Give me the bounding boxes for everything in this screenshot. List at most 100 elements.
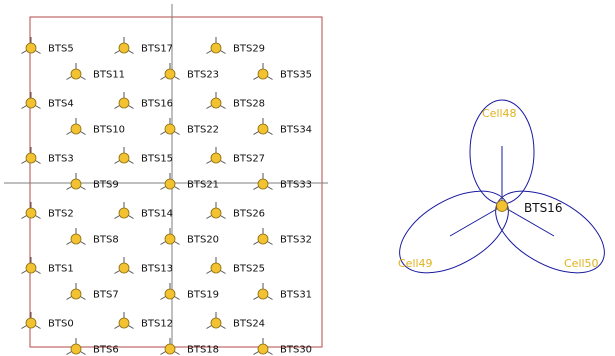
- station-bts35-label: BTS35: [280, 70, 312, 81]
- station-bts28[interactable]: [206, 92, 226, 109]
- station-bts30-node-icon: [257, 343, 269, 355]
- station-bts17-label: BTS17: [141, 44, 173, 55]
- station-bts4-node-icon: [25, 97, 37, 109]
- station-bts22-label: BTS22: [187, 125, 219, 136]
- station-bts1[interactable]: [21, 257, 41, 274]
- station-bts19[interactable]: [160, 283, 180, 300]
- station-bts31[interactable]: [253, 283, 273, 300]
- station-bts27[interactable]: [206, 147, 226, 164]
- station-bts30-label: BTS30: [280, 345, 312, 356]
- station-bts9-label: BTS9: [93, 180, 119, 191]
- station-bts26[interactable]: [206, 202, 226, 219]
- station-bts1-node-icon: [25, 262, 37, 274]
- station-bts32[interactable]: [253, 228, 273, 245]
- station-bts17-node-icon: [118, 42, 130, 54]
- station-bts6-node-icon: [70, 343, 82, 355]
- station-bts29-label: BTS29: [233, 44, 265, 55]
- station-bts18[interactable]: [160, 338, 180, 355]
- station-bts21-node-icon: [164, 178, 176, 190]
- station-bts10-node-icon: [70, 123, 82, 135]
- station-bts24-label: BTS24: [233, 319, 265, 330]
- station-bts10[interactable]: [66, 118, 86, 135]
- cell-label-cell49: Cell49: [398, 257, 433, 270]
- station-bts4[interactable]: [21, 92, 41, 109]
- station-bts6[interactable]: [66, 338, 86, 355]
- station-bts13-label: BTS13: [141, 264, 173, 275]
- station-bts12-label: BTS12: [141, 319, 173, 330]
- station-bts20-node-icon: [164, 233, 176, 245]
- station-bts12-node-icon: [118, 317, 130, 329]
- station-bts8-label: BTS8: [93, 235, 119, 246]
- station-bts33-label: BTS33: [280, 180, 312, 191]
- cell-label-cell50: Cell50: [564, 257, 599, 270]
- station-bts4-label: BTS4: [48, 99, 74, 110]
- station-bts27-node-icon: [210, 152, 222, 164]
- station-bts27-label: BTS27: [233, 154, 265, 165]
- station-bts33-node-icon: [257, 178, 269, 190]
- station-bts7[interactable]: [66, 283, 86, 300]
- detail-station-bts16-node-icon: [496, 200, 508, 212]
- station-bts5-node-icon: [25, 42, 37, 54]
- station-bts15[interactable]: [114, 147, 134, 164]
- station-bts26-label: BTS26: [233, 209, 265, 220]
- station-bts34-node-icon: [257, 123, 269, 135]
- station-bts19-label: BTS19: [187, 290, 219, 301]
- station-bts16[interactable]: [114, 92, 134, 109]
- station-layer: BTS0BTS1BTS2BTS3BTS4BTS5BTS6BTS7BTS8BTS9…: [21, 37, 312, 356]
- station-bts31-label: BTS31: [280, 290, 312, 301]
- station-bts24[interactable]: [206, 312, 226, 329]
- station-bts34[interactable]: [253, 118, 273, 135]
- station-bts25[interactable]: [206, 257, 226, 274]
- station-bts15-node-icon: [118, 152, 130, 164]
- station-bts22[interactable]: [160, 118, 180, 135]
- station-bts20-label: BTS20: [187, 235, 219, 246]
- station-bts35[interactable]: [253, 63, 273, 80]
- station-bts32-label: BTS32: [280, 235, 312, 246]
- station-bts13-node-icon: [118, 262, 130, 274]
- station-bts0-node-icon: [25, 317, 37, 329]
- station-bts0-label: BTS0: [48, 319, 74, 330]
- station-bts11-label: BTS11: [93, 70, 125, 81]
- station-bts33[interactable]: [253, 173, 273, 190]
- station-bts13[interactable]: [114, 257, 134, 274]
- station-bts18-node-icon: [164, 343, 176, 355]
- station-bts2[interactable]: [21, 202, 41, 219]
- station-bts8[interactable]: [66, 228, 86, 245]
- station-bts32-node-icon: [257, 233, 269, 245]
- station-bts20[interactable]: [160, 228, 180, 245]
- station-bts11-node-icon: [70, 68, 82, 80]
- bts16-sector-detail: BTS16 Cell48 Cell49 Cell50: [398, 99, 605, 274]
- station-bts30[interactable]: [253, 338, 273, 355]
- station-bts5[interactable]: [21, 37, 41, 54]
- station-bts3[interactable]: [21, 147, 41, 164]
- station-bts31-node-icon: [257, 288, 269, 300]
- detail-station-label: BTS16: [524, 201, 562, 215]
- station-bts21[interactable]: [160, 173, 180, 190]
- detail-station[interactable]: [493, 196, 511, 212]
- station-bts14[interactable]: [114, 202, 134, 219]
- station-bts0[interactable]: [21, 312, 41, 329]
- station-bts1-label: BTS1: [48, 264, 74, 275]
- cell-label-cell48: Cell48: [482, 107, 517, 120]
- station-bts9[interactable]: [66, 173, 86, 190]
- station-bts24-node-icon: [210, 317, 222, 329]
- station-bts16-node-icon: [118, 97, 130, 109]
- station-bts19-node-icon: [164, 288, 176, 300]
- station-bts23[interactable]: [160, 63, 180, 80]
- detail-station-bts16[interactable]: [493, 196, 511, 212]
- station-bts14-node-icon: [118, 207, 130, 219]
- station-bts25-node-icon: [210, 262, 222, 274]
- station-bts34-label: BTS34: [280, 125, 312, 136]
- station-bts17[interactable]: [114, 37, 134, 54]
- station-bts11[interactable]: [66, 63, 86, 80]
- station-bts10-label: BTS10: [93, 125, 125, 136]
- sector-line-cell50: [501, 205, 555, 237]
- station-bts12[interactable]: [114, 312, 134, 329]
- station-bts29[interactable]: [206, 37, 226, 54]
- station-bts7-label: BTS7: [93, 290, 119, 301]
- station-bts2-node-icon: [25, 207, 37, 219]
- station-bts16-label: BTS16: [141, 99, 173, 110]
- station-bts14-label: BTS14: [141, 209, 173, 220]
- station-bts7-node-icon: [70, 288, 82, 300]
